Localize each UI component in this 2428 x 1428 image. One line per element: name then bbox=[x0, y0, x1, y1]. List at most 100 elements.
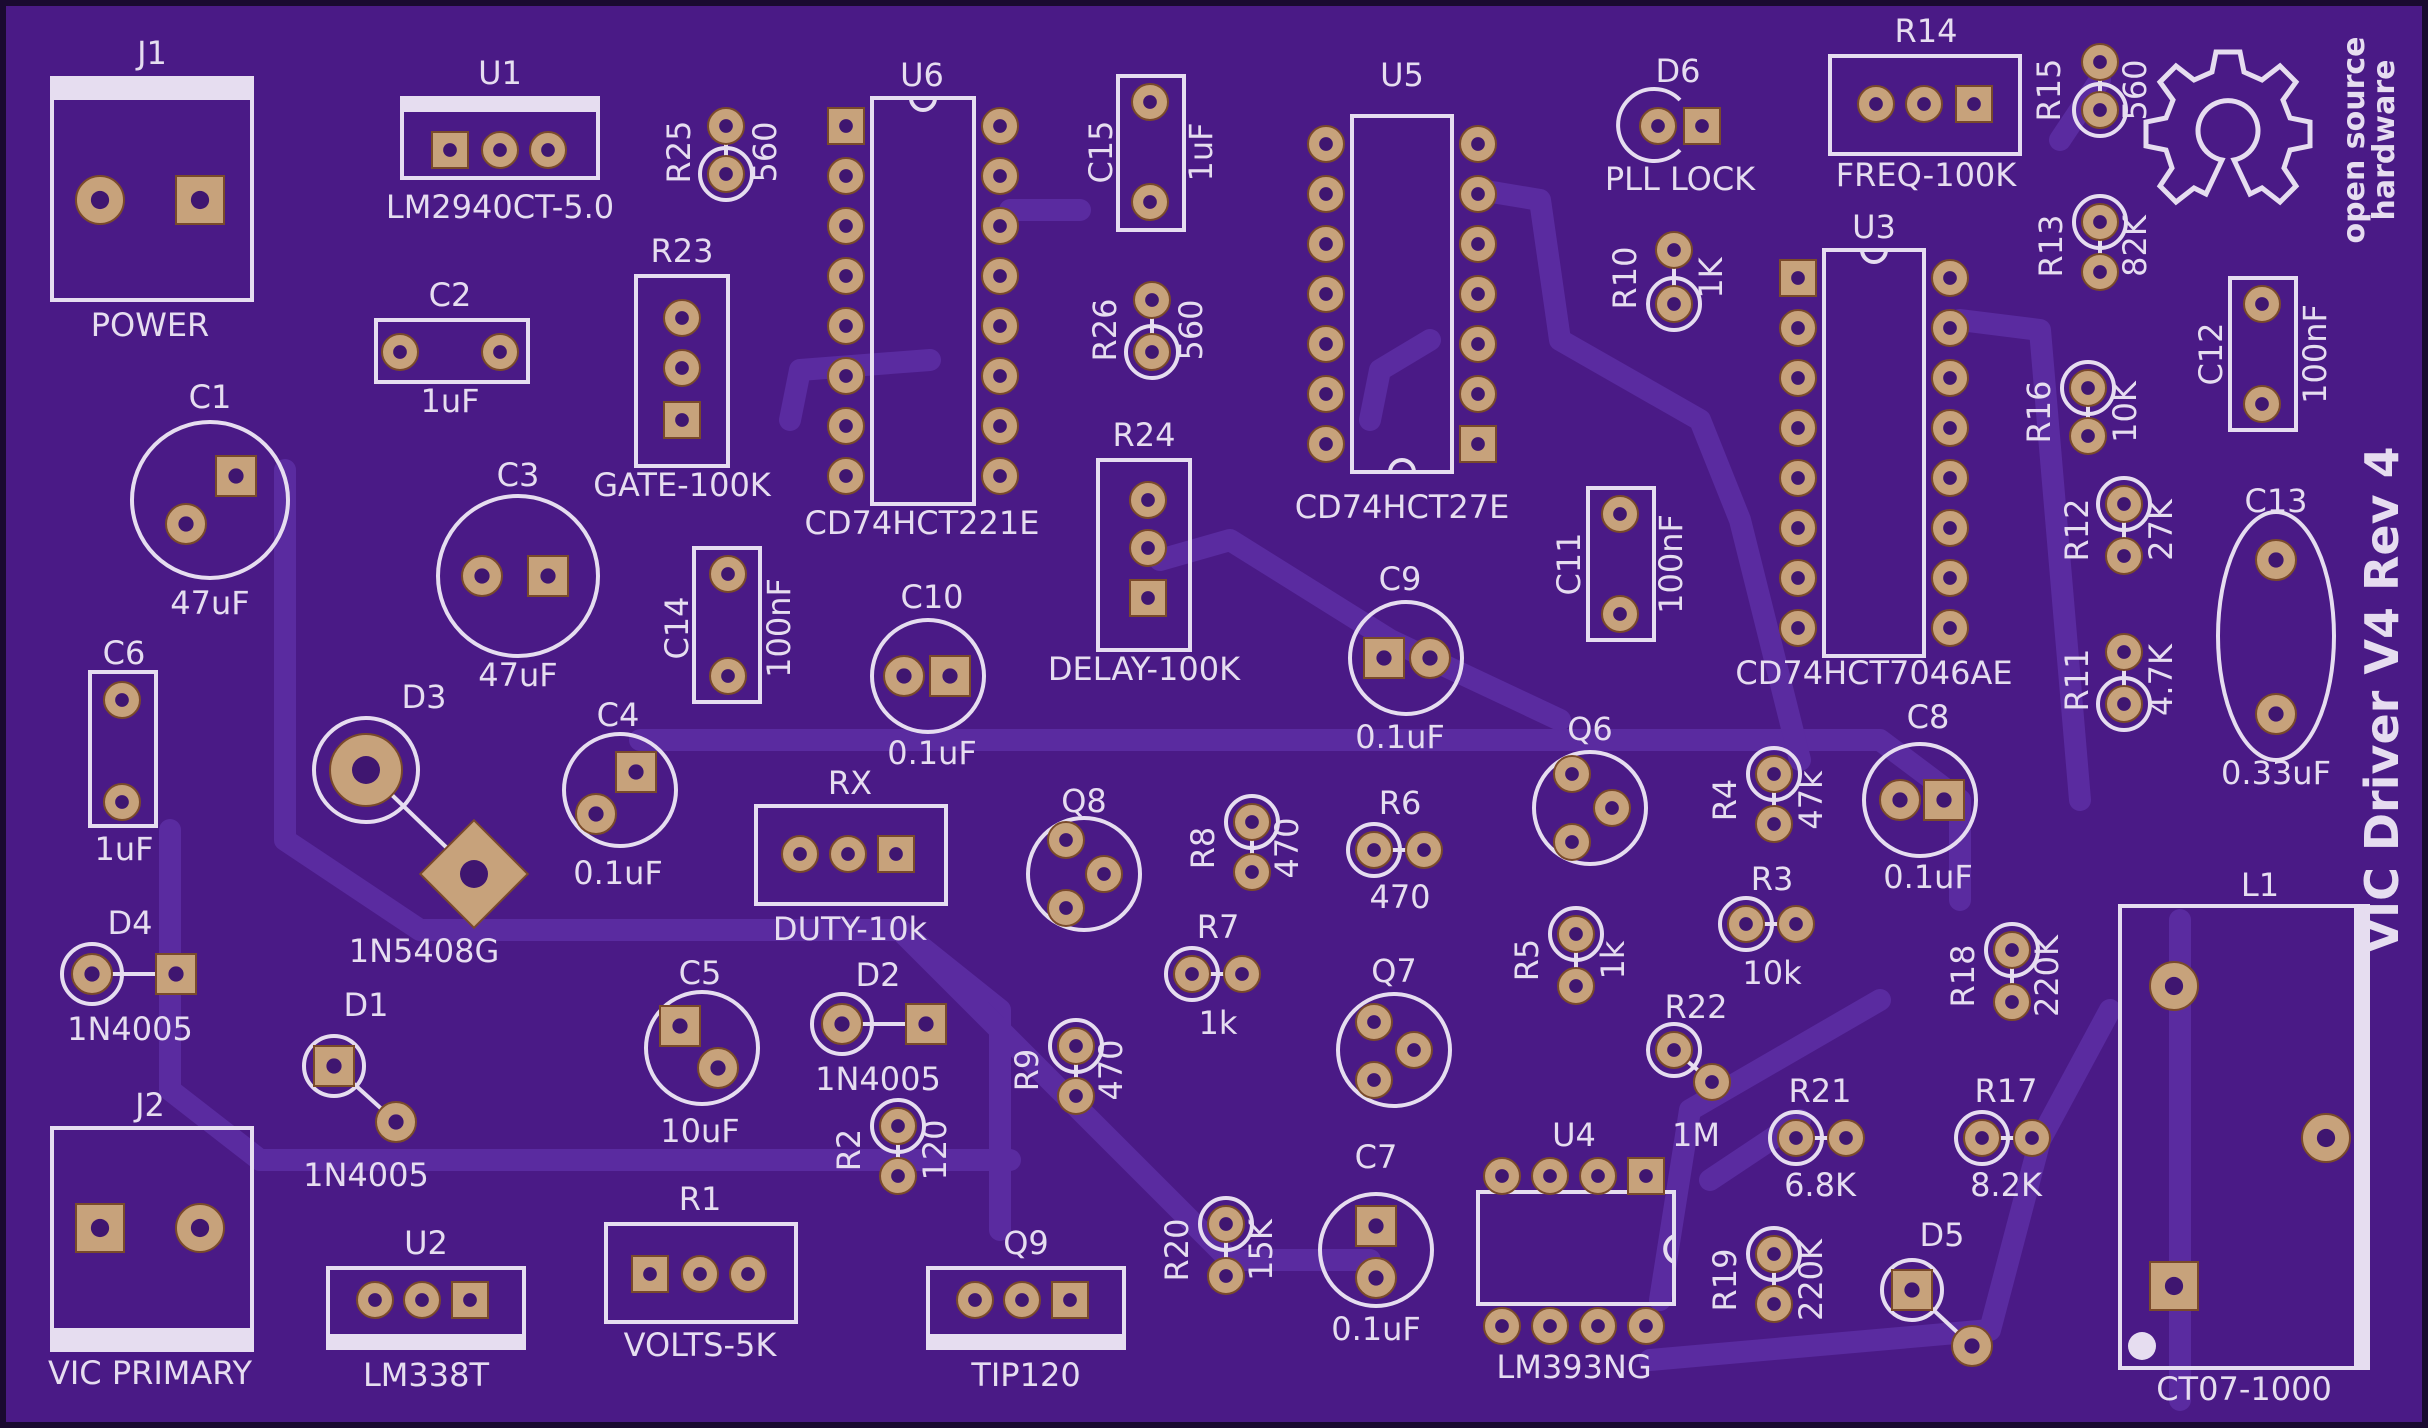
r24-value-label: DELAY-100K bbox=[1048, 650, 1241, 688]
r5-value-label: 1k bbox=[1594, 940, 1632, 979]
r7-value-label: 1k bbox=[1199, 1004, 1238, 1042]
u6-dip-ic bbox=[827, 96, 1019, 506]
q9-refdes-label: Q9 bbox=[1003, 1224, 1049, 1262]
r24-footprint bbox=[1096, 458, 1192, 652]
c15-refdes-label: C15 bbox=[1082, 120, 1120, 183]
c5-value-label: 10uF bbox=[660, 1112, 739, 1150]
q6-transistor bbox=[1532, 750, 1648, 866]
r20-resistor bbox=[1198, 1196, 1254, 1295]
rx-footprint bbox=[754, 804, 948, 906]
u5-dip-ic bbox=[1307, 114, 1497, 474]
r12-value-label: 27K bbox=[2142, 498, 2180, 561]
r13-resistor bbox=[2072, 194, 2128, 291]
u3-dip-ic bbox=[1779, 248, 1969, 658]
l1-refdes-label: L1 bbox=[2241, 866, 2279, 904]
r4-value-label: 47k bbox=[1792, 770, 1830, 830]
c7-value-label: 0.1uF bbox=[1331, 1310, 1421, 1348]
r13-refdes-label: R13 bbox=[2032, 215, 2070, 278]
r7-resistor bbox=[1164, 946, 1261, 1002]
r13-value-label: 82K bbox=[2116, 214, 2154, 277]
j2-value-label: VIC PRIMARY bbox=[48, 1354, 253, 1392]
q9-value-label: TIP120 bbox=[970, 1356, 1080, 1394]
r7-refdes-label: R7 bbox=[1197, 908, 1240, 946]
c2-refdes-label: C2 bbox=[429, 276, 472, 314]
j2-connector bbox=[50, 1126, 254, 1352]
q7-refdes-label: Q7 bbox=[1371, 952, 1417, 990]
r8-resistor bbox=[1224, 794, 1280, 891]
c7-capacitor bbox=[1318, 1192, 1434, 1308]
c2-footprint bbox=[374, 318, 530, 384]
c9-value-label: 0.1uF bbox=[1355, 718, 1445, 756]
c15-footprint bbox=[1116, 74, 1186, 232]
c12-footprint bbox=[2228, 276, 2298, 432]
d4-refdes-label: D4 bbox=[108, 904, 153, 942]
c3-capacitor bbox=[436, 494, 600, 658]
d6-value-label: PLL LOCK bbox=[1605, 160, 1756, 198]
c1-refdes-label: C1 bbox=[189, 378, 232, 416]
j1-refdes-label: J1 bbox=[135, 34, 167, 72]
r24-refdes-label: R24 bbox=[1113, 416, 1176, 454]
u3-value-label: CD74HCT7046AE bbox=[1735, 654, 2012, 692]
r14-refdes-label: R14 bbox=[1895, 12, 1958, 50]
j1-value-label: POWER bbox=[91, 306, 210, 344]
j2-refdes-label: J2 bbox=[133, 1086, 165, 1124]
r25-value-label: 560 bbox=[746, 121, 784, 182]
u4-dip-ic bbox=[1476, 1157, 1676, 1345]
d4-diode bbox=[60, 942, 197, 1006]
c12-refdes-label: C12 bbox=[2192, 322, 2230, 385]
u6-refdes-label: U6 bbox=[900, 56, 944, 94]
c2-value-label: 1uF bbox=[420, 382, 479, 420]
rx-refdes-label: RX bbox=[828, 764, 872, 802]
u1-refdes-label: U1 bbox=[478, 54, 522, 92]
q8-refdes-label: Q8 bbox=[1061, 782, 1107, 820]
r26-resistor bbox=[1124, 281, 1180, 380]
r22-value-label: 1M bbox=[1672, 1116, 1720, 1154]
oshw-text-line1: open source bbox=[2337, 37, 2372, 244]
r14-footprint bbox=[1828, 54, 2022, 156]
r2-refdes-label: R2 bbox=[830, 1129, 868, 1172]
r25-resistor bbox=[698, 107, 754, 202]
r14-value-label: FREQ-100K bbox=[1836, 156, 2018, 194]
c11-value-label: 100nF bbox=[1652, 514, 1690, 614]
r11-resistor bbox=[2096, 633, 2152, 732]
r21-refdes-label: R21 bbox=[1789, 1072, 1852, 1110]
r16-resistor bbox=[2060, 360, 2116, 455]
c11-refdes-label: C11 bbox=[1550, 532, 1588, 595]
r26-refdes-label: R26 bbox=[1086, 299, 1124, 362]
r5-refdes-label: R5 bbox=[1508, 939, 1546, 982]
r19-refdes-label: R19 bbox=[1706, 1249, 1744, 1312]
r10-resistor bbox=[1646, 231, 1702, 332]
r20-refdes-label: R20 bbox=[1158, 1219, 1196, 1282]
c1-value-label: 47uF bbox=[170, 584, 249, 622]
d6-refdes-label: D6 bbox=[1656, 52, 1701, 90]
r10-value-label: 1K bbox=[1692, 256, 1730, 298]
c10-capacitor bbox=[870, 618, 986, 734]
r1-footprint bbox=[604, 1222, 798, 1324]
d6-led bbox=[1616, 87, 1721, 163]
u2-footprint bbox=[326, 1266, 526, 1350]
c6-value-label: 1uF bbox=[94, 830, 153, 868]
q6-refdes-label: Q6 bbox=[1567, 710, 1613, 748]
d3-value-label: 1N5408G bbox=[349, 932, 500, 970]
r18-refdes-label: R18 bbox=[1944, 945, 1982, 1008]
r15-refdes-label: R15 bbox=[2030, 59, 2068, 122]
d5-diode bbox=[1880, 1258, 1993, 1367]
r4-resistor bbox=[1746, 746, 1802, 843]
u6-value-label: CD74HCT221E bbox=[805, 504, 1040, 542]
c7-refdes-label: C7 bbox=[1355, 1138, 1398, 1176]
u1-value-label: LM2940CT-5.0 bbox=[386, 188, 614, 226]
u3-refdes-label: U3 bbox=[1852, 208, 1896, 246]
board-title: VIC Driver V4 Rev 4 bbox=[2355, 446, 2409, 953]
r15-value-label: 560 bbox=[2116, 59, 2154, 120]
r11-refdes-label: R11 bbox=[2058, 649, 2096, 712]
r25-refdes-label: R25 bbox=[660, 121, 698, 184]
r23-value-label: GATE-100K bbox=[593, 466, 772, 504]
r17-resistor bbox=[1954, 1110, 2051, 1166]
r1-value-label: VOLTS-5K bbox=[624, 1326, 778, 1364]
r8-value-label: 470 bbox=[1268, 817, 1306, 878]
oshw-gear-icon bbox=[2143, 49, 2313, 206]
c9-capacitor bbox=[1348, 600, 1464, 716]
r22-resistor bbox=[1646, 1022, 1731, 1101]
l1-value-label: CT07-1000 bbox=[2156, 1370, 2332, 1408]
r3-value-label: 10k bbox=[1742, 954, 1802, 992]
